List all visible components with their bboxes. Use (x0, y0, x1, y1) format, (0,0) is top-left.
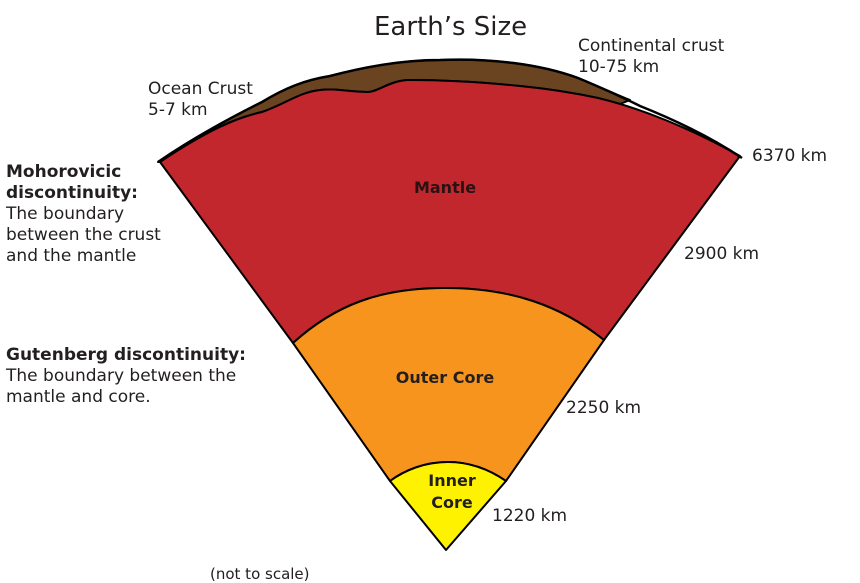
gutenberg-text-line-2: mantle and core. (6, 387, 151, 407)
ocean-crust-label: Ocean Crust 5-7 km (148, 79, 253, 121)
inner-core-depth-label: 1220 km (492, 506, 568, 526)
inner-core-label: Inner Core (412, 470, 492, 514)
gutenberg-heading: Gutenberg discontinuity: (6, 345, 246, 365)
mantle-label: Mantle (413, 178, 477, 197)
moho-text-line-2: between the crust (6, 225, 161, 245)
gutenberg-description: Gutenberg discontinuity: The boundary be… (6, 345, 246, 408)
scale-note: (not to scale) (210, 565, 310, 583)
moho-text-line-3: and the mantle (6, 246, 137, 266)
diagram-title: Earth’s Size (374, 12, 528, 42)
outer-core-depth-label: 2250 km (566, 398, 642, 418)
continental-crust-thickness: 10-75 km (578, 57, 660, 77)
inner-core-label-line-1: Inner (428, 471, 476, 490)
surface-outline (157, 58, 743, 164)
outer-core-label: Outer Core (395, 368, 495, 387)
moho-heading-line-1: Mohorovicic (6, 162, 122, 182)
continental-crust-label: Continental crust 10-75 km (578, 36, 724, 78)
moho-heading-line-2: discontinuity: (6, 183, 138, 203)
continental-crust-name: Continental crust (578, 36, 725, 56)
inner-core-label-line-2: Core (431, 493, 473, 512)
inner-core-layer (389, 461, 507, 551)
ocean-crust-name: Ocean Crust (148, 79, 253, 99)
mantle-depth-label: 2900 km (684, 244, 760, 264)
ocean-crust-thickness: 5-7 km (148, 100, 208, 120)
moho-description: Mohorovicic discontinuity: The boundary … (6, 162, 161, 267)
gutenberg-text-line-1: The boundary between the (6, 366, 237, 386)
surface-depth-label: 6370 km (752, 146, 828, 166)
moho-text-line-1: The boundary (6, 204, 125, 224)
